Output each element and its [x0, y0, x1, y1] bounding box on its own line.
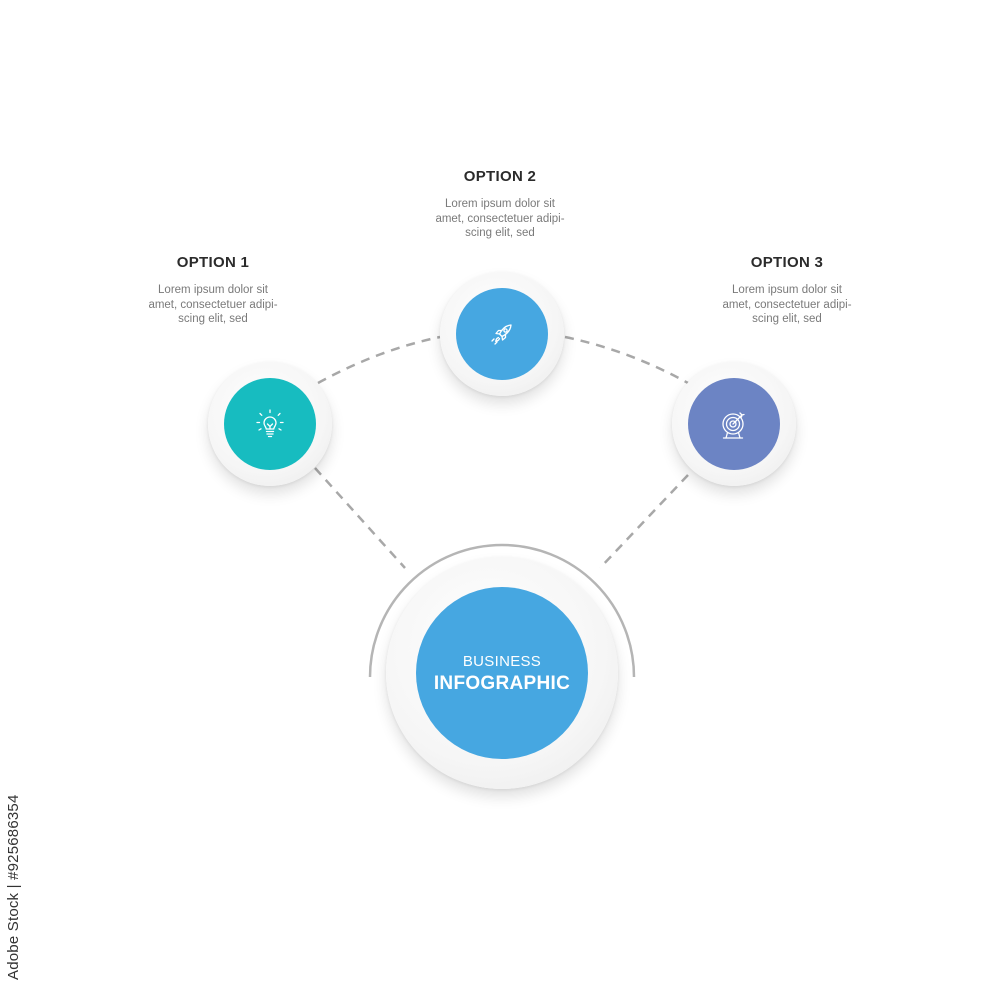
target-icon: [722, 412, 745, 439]
option-2-desc-line: amet, consectetuer adipi-: [435, 212, 565, 225]
option-1-title: OPTION 1: [176, 254, 250, 271]
option-3-title: OPTION 3: [750, 254, 824, 271]
option-2-description: Lorem ipsum dolor sit amet, consectetuer…: [390, 197, 610, 241]
dashed-arc-option2-option3: [564, 335, 689, 385]
option-2-desc-line: Lorem ipsum dolor sit: [445, 198, 555, 210]
option-3-text: OPTION 3 Lorem ipsum dolor sit amet, con…: [677, 254, 897, 327]
option-3-description: Lorem ipsum dolor sit amet, consectetuer…: [677, 283, 897, 327]
option-3-disc: [688, 378, 780, 470]
dashed-arc-option1-option2: [317, 335, 441, 385]
center-title: INFOGRAPHIC: [433, 673, 571, 694]
stock-watermark: Adobe Stock | #925686354: [5, 794, 22, 980]
option-3-desc-line: scing elit, sed: [752, 313, 822, 325]
option-1-desc-line: amet, consectetuer adipi-: [148, 298, 278, 311]
option-2-title: OPTION 2: [463, 168, 537, 185]
rocket-icon: [491, 324, 512, 345]
center-outer-arc: [368, 543, 636, 678]
option-2-text: OPTION 2 Lorem ipsum dolor sit amet, con…: [390, 168, 610, 241]
dashed-line-option1-center: [314, 467, 406, 569]
center-disc: BUSINESS INFOGRAPHIC: [416, 587, 588, 759]
option-1-text: OPTION 1 Lorem ipsum dolor sit amet, con…: [103, 254, 323, 327]
option-1-description: Lorem ipsum dolor sit amet, consectetuer…: [103, 283, 323, 327]
option-1-desc-line: scing elit, sed: [178, 313, 248, 325]
option-3-desc-line: amet, consectetuer adipi-: [722, 298, 852, 311]
option-2-disc: [456, 288, 548, 380]
center-subtitle: BUSINESS: [462, 653, 542, 670]
lightbulb-icon: [256, 409, 284, 438]
option-3-desc-line: Lorem ipsum dolor sit: [732, 284, 842, 296]
option-1-desc-line: Lorem ipsum dolor sit: [158, 284, 268, 296]
option-1-disc: [224, 378, 316, 470]
dashed-line-option3-center: [599, 474, 689, 569]
option-2-desc-line: scing elit, sed: [465, 227, 535, 239]
